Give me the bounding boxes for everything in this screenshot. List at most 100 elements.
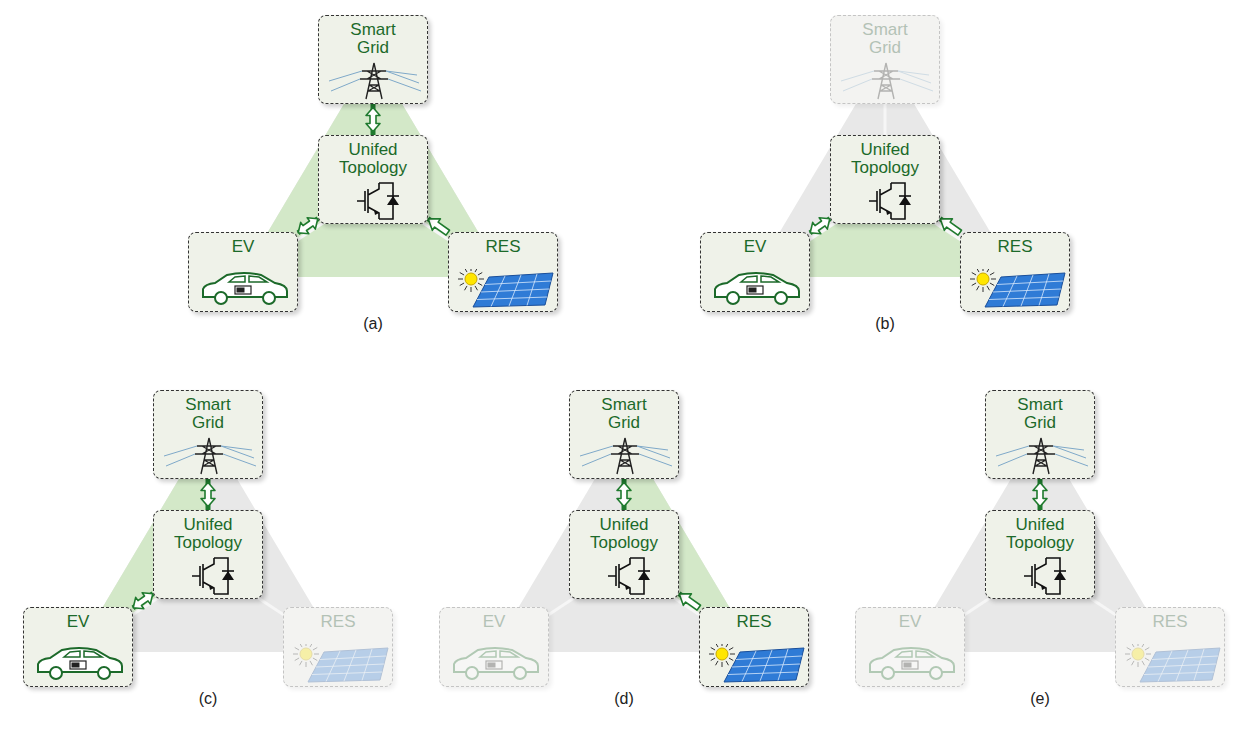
icon-frame — [440, 644, 547, 684]
grid-box: Smart Grid — [318, 15, 428, 104]
ut-box: Unifed Topology — [153, 510, 263, 599]
res-box: RES — [960, 232, 1070, 312]
power-flow-connector — [201, 479, 215, 510]
icon-frame — [570, 556, 677, 596]
res-icon — [970, 269, 1065, 307]
res-icon — [458, 269, 553, 307]
icon-frame — [449, 269, 556, 309]
flow-arrowhead — [810, 218, 830, 234]
grid-icon — [329, 63, 421, 99]
box-title: Smart Grid — [583, 391, 665, 432]
box-title: EV — [37, 608, 119, 631]
ut-icon — [869, 183, 911, 219]
flow-arrowhead — [428, 219, 449, 235]
icon-frame — [701, 269, 808, 309]
res-box: RES — [699, 607, 809, 687]
res-box: RES — [1115, 607, 1225, 687]
power-flow-connector — [940, 219, 962, 236]
box-title: Smart Grid — [332, 16, 414, 57]
ev-icon — [38, 648, 122, 679]
res-icon — [293, 644, 388, 682]
box-title: Smart Grid — [844, 16, 926, 57]
box-title: Smart Grid — [167, 391, 249, 432]
box-title: RES — [713, 608, 795, 631]
icon-frame — [986, 556, 1093, 596]
box-title: EV — [869, 608, 951, 631]
panel-label: (c) — [199, 690, 218, 708]
panel-label: (a) — [363, 315, 383, 333]
ut-box: Unifed Topology — [830, 135, 940, 224]
icon-frame — [570, 436, 677, 476]
icon-frame — [154, 556, 261, 596]
flow-arrowhead — [679, 594, 700, 610]
flow-arrowhead — [366, 108, 380, 132]
connector-line — [133, 594, 153, 608]
ut-box: Unifed Topology — [318, 135, 428, 224]
ev-box: EV — [23, 607, 133, 687]
icon-frame — [986, 436, 1093, 476]
flow-arrowhead — [298, 218, 318, 234]
box-title: RES — [1129, 608, 1211, 631]
icon-frame — [189, 269, 296, 309]
ev-icon — [715, 273, 799, 304]
icon-frame — [284, 644, 391, 684]
res-box: RES — [283, 607, 393, 687]
power-flow-connector — [133, 593, 153, 609]
ut-icon — [1024, 558, 1066, 594]
power-flow-connector — [810, 218, 830, 234]
icon-frame — [831, 61, 938, 101]
flow-arrowhead — [201, 483, 215, 507]
grid-icon — [841, 63, 933, 99]
panel-label: (b) — [875, 315, 895, 333]
ut-icon — [608, 558, 650, 594]
ut-box: Unifed Topology — [985, 510, 1095, 599]
box-title: Unifed Topology — [844, 136, 926, 177]
power-flow-connector — [617, 479, 631, 510]
power-flow-connector — [428, 219, 450, 236]
grid-box: Smart Grid — [830, 15, 940, 104]
box-title: RES — [297, 608, 379, 631]
ev-icon — [870, 648, 954, 679]
flow-arrowhead — [940, 219, 961, 235]
ut-icon — [357, 183, 399, 219]
box-title: EV — [453, 608, 535, 631]
box-title: Unifed Topology — [332, 136, 414, 177]
grid-box: Smart Grid — [569, 390, 679, 479]
flow-arrowhead — [133, 593, 153, 609]
icon-frame — [700, 644, 807, 684]
box-title: RES — [462, 233, 544, 256]
panel-label: (e) — [1030, 690, 1050, 708]
icon-frame — [319, 61, 426, 101]
box-title: Unifed Topology — [999, 511, 1081, 552]
icon-frame — [961, 269, 1068, 309]
panel-label: (d) — [614, 690, 634, 708]
box-title: EV — [714, 233, 796, 256]
flow-arrowhead — [617, 483, 631, 507]
ev-icon — [454, 648, 538, 679]
box-title: Unifed Topology — [583, 511, 665, 552]
box-title: Unifed Topology — [167, 511, 249, 552]
icon-frame — [154, 436, 261, 476]
icon-frame — [1116, 644, 1223, 684]
grid-icon — [164, 438, 256, 474]
res-box: RES — [448, 232, 558, 312]
power-flow-connector — [1033, 479, 1047, 510]
flow-arrowhead — [1033, 483, 1047, 507]
ev-box: EV — [188, 232, 298, 312]
icon-frame — [319, 181, 426, 221]
ev-icon — [203, 273, 287, 304]
box-title: RES — [974, 233, 1056, 256]
grid-icon — [580, 438, 672, 474]
ev-box: EV — [439, 607, 549, 687]
connector-line — [298, 219, 318, 233]
box-title: EV — [202, 233, 284, 256]
connector-line — [810, 219, 830, 233]
res-icon — [709, 644, 804, 682]
ev-box: EV — [700, 232, 810, 312]
grid-box: Smart Grid — [153, 390, 263, 479]
ev-box: EV — [855, 607, 965, 687]
icon-frame — [24, 644, 131, 684]
